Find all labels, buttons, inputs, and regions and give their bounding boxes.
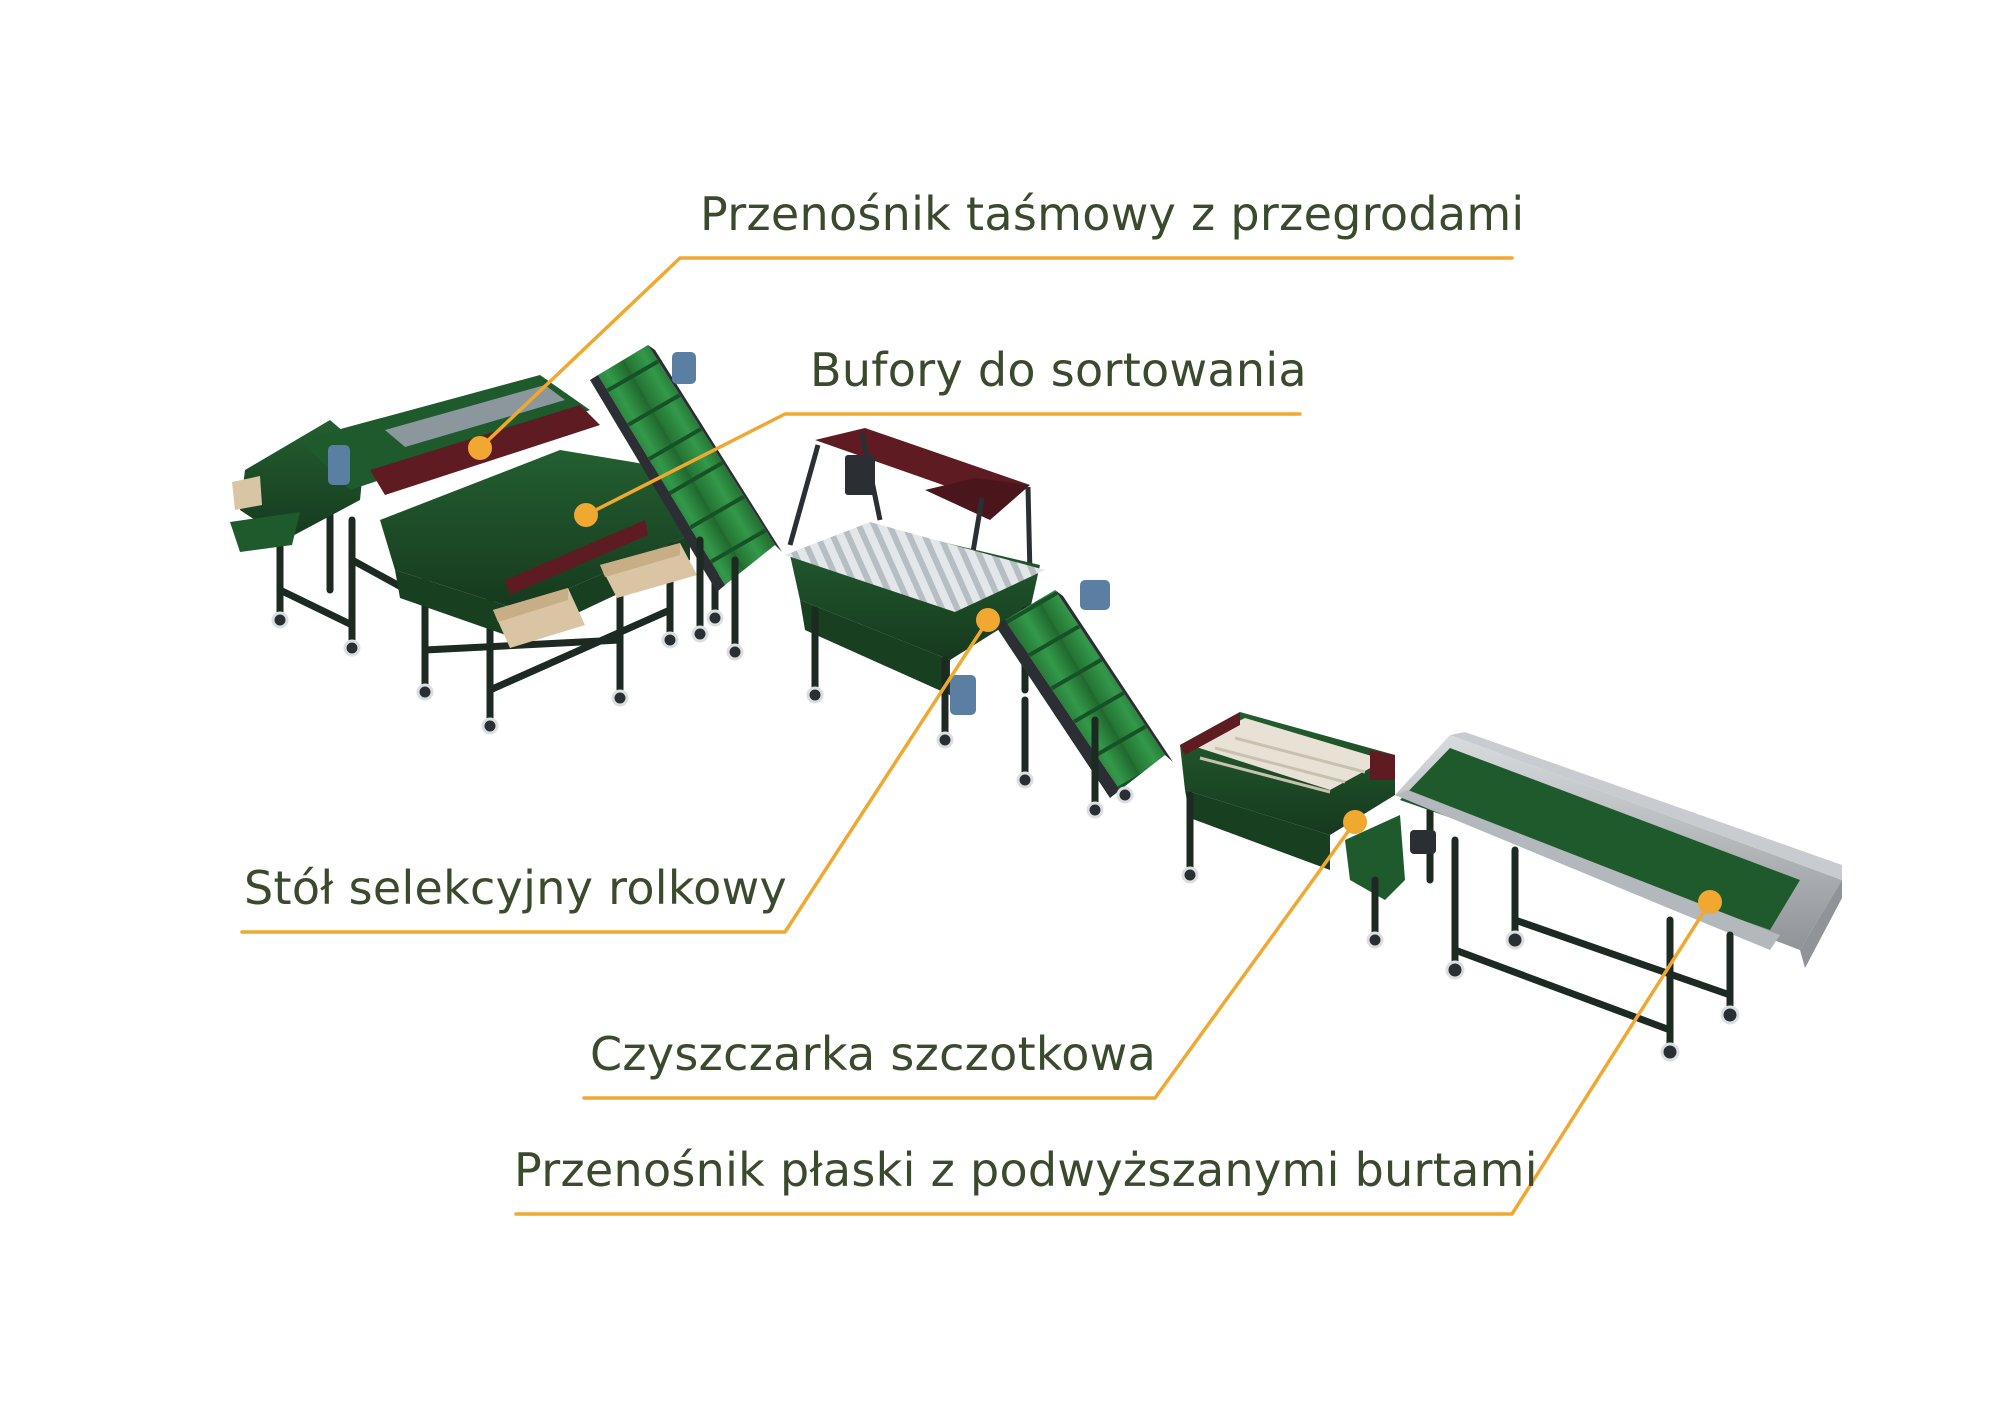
callout-label-flat-conveyor: Przenośnik płaski z podwyższanymi burtam… bbox=[514, 1143, 1538, 1197]
callout-line-belt-conveyor bbox=[478, 256, 1514, 450]
brush-cleaner-machine bbox=[1180, 712, 1434, 949]
callout-label-roller-table: Stół selekcyjny rolkowy bbox=[244, 861, 788, 915]
callout-dot-roller-table bbox=[976, 608, 1000, 632]
callout-label-belt-conveyor: Przenośnik taśmowy z przegrodami bbox=[700, 187, 1525, 241]
callout-line-sorting-buffers bbox=[584, 412, 1302, 517]
callout-dot-sorting-buffers bbox=[574, 503, 598, 527]
flat-conveyor-machine bbox=[1395, 732, 1842, 1062]
callout-line-brush-cleaner bbox=[582, 820, 1357, 1100]
roller-selection-table-machine bbox=[785, 428, 1173, 819]
callout-dot-flat-conveyor bbox=[1698, 890, 1722, 914]
callout-line-roller-table bbox=[240, 618, 990, 934]
callout-dot-belt-conveyor bbox=[468, 436, 492, 460]
callout-dot-brush-cleaner bbox=[1343, 810, 1367, 834]
sorting-table-machine bbox=[230, 345, 782, 735]
callout-label-sorting-buffers: Bufory do sortowania bbox=[810, 343, 1307, 397]
callout-label-brush-cleaner: Czyszczarka szczotkowa bbox=[590, 1027, 1157, 1081]
callout-line-flat-conveyor bbox=[514, 900, 1712, 1216]
